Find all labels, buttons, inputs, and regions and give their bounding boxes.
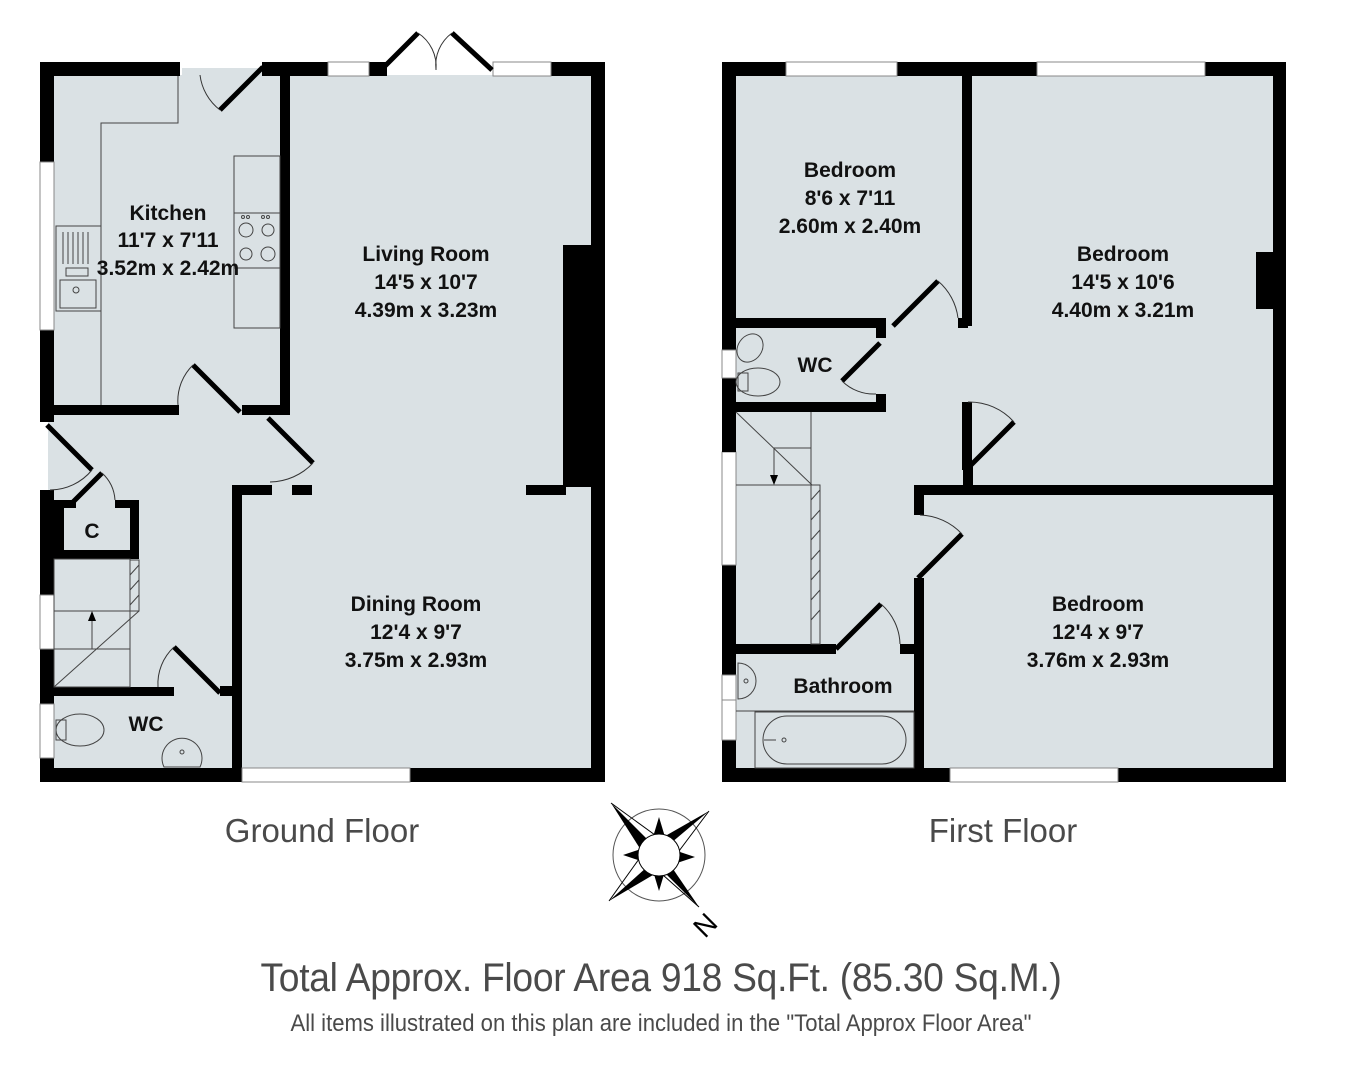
room-dim-imperial-kitchen: 11'7 x 7'11 <box>117 229 218 252</box>
first-floor-doors <box>834 279 1016 651</box>
ground-floor-fill <box>48 68 591 769</box>
ground-floor-room-labels: Kitchen 11'7 x 7'11 3.52m x 2.42m Living… <box>84 202 497 736</box>
compass-rose-icon <box>608 802 710 908</box>
ground-floor-doors <box>45 31 494 695</box>
room-dim-imperial-bedroom-master: 14'5 x 10'6 <box>1071 271 1174 294</box>
first-floor-fixtures <box>735 333 915 769</box>
room-label-cupboard: C <box>84 520 99 543</box>
first-floor-wall-segment <box>722 430 736 452</box>
room-dim-metric-bedroom-rear: 3.76m x 2.93m <box>1027 649 1169 672</box>
room-label-first-wc: WC <box>798 354 833 377</box>
ground-floor-walls <box>40 62 605 782</box>
ground-floor-windows <box>39 61 552 783</box>
first-floor-plan: Bedroom 8'6 x 7'11 2.60m x 2.40m Bedroom… <box>721 61 1286 849</box>
ground-floor-plan: Kitchen 11'7 x 7'11 3.52m x 2.42m Living… <box>39 31 605 849</box>
room-label-kitchen: Kitchen <box>129 202 206 225</box>
total-floor-area: Total Approx. Floor Area 918 Sq.Ft. (85.… <box>260 956 1062 1000</box>
compass-north-label: N <box>687 907 723 943</box>
stairs-down-arrow-icon <box>770 475 778 485</box>
first-floor-room-labels: Bedroom 8'6 x 7'11 2.60m x 2.40m Bedroom… <box>779 159 1194 698</box>
first-floor-windows <box>721 61 1206 783</box>
kitchen-units <box>55 76 281 405</box>
room-dim-imperial-bedroom-small: 8'6 x 7'11 <box>805 187 896 210</box>
room-label-bathroom: Bathroom <box>793 675 892 698</box>
room-dim-imperial-dining-room: 12'4 x 9'7 <box>370 621 462 644</box>
room-dim-metric-living-room: 4.39m x 3.23m <box>355 299 497 322</box>
ground-wc-fixtures <box>55 713 203 768</box>
first-floor-door-swings <box>841 280 1015 645</box>
room-label-bedroom-rear: Bedroom <box>1052 593 1144 616</box>
room-label-bedroom-master: Bedroom <box>1077 243 1169 266</box>
room-dim-metric-bedroom-master: 4.40m x 3.21m <box>1052 299 1194 322</box>
ground-floor-stairs <box>53 558 140 688</box>
room-dim-metric-dining-room: 3.75m x 2.93m <box>345 649 487 672</box>
room-dim-imperial-living-room: 14'5 x 10'7 <box>374 271 477 294</box>
first-floor-label: First Floor <box>929 812 1078 849</box>
ground-floor-door-swings <box>49 32 453 688</box>
first-floor-walls <box>722 62 1286 782</box>
room-label-dining-room: Dining Room <box>351 593 482 616</box>
stairs-up-arrow-icon <box>88 611 96 621</box>
room-dim-imperial-bedroom-rear: 12'4 x 9'7 <box>1052 621 1144 644</box>
room-label-living-room: Living Room <box>362 243 489 266</box>
floor-area-disclaimer: All items illustrated on this plan are i… <box>290 1010 1032 1037</box>
ground-floor-label: Ground Floor <box>225 812 419 849</box>
room-label-bedroom-small: Bedroom <box>804 159 896 182</box>
first-floor-stairs <box>735 411 821 645</box>
room-label-ground-wc: WC <box>129 713 164 736</box>
room-dim-metric-bedroom-small: 2.60m x 2.40m <box>779 215 921 238</box>
room-dim-metric-kitchen: 3.52m x 2.42m <box>97 257 239 280</box>
